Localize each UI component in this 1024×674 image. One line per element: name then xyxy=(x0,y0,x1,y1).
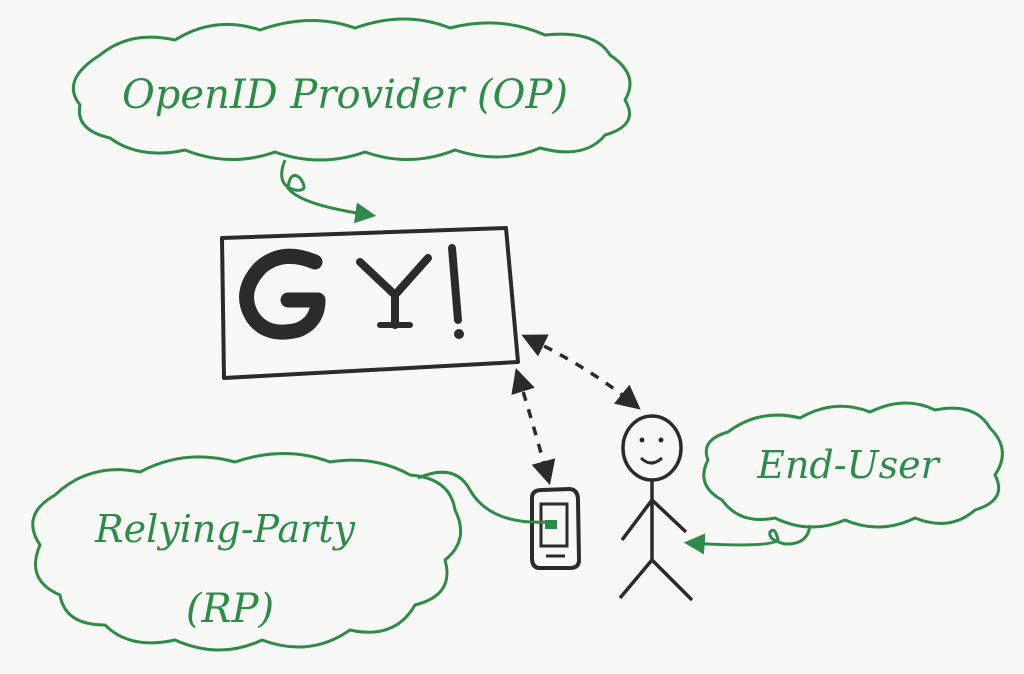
relying-party-cloud: Relying-Party (RP) xyxy=(31,452,463,652)
openid-provider-label: OpenID Provider (OP) xyxy=(122,72,568,118)
end-user-cloud: End-User xyxy=(702,401,1004,529)
provider-phone-arrow xyxy=(511,367,556,486)
relying-party-label-line1: Relying-Party xyxy=(94,507,355,551)
phone-icon xyxy=(530,486,582,570)
google-logo-icon xyxy=(239,248,326,340)
yahoo-logo-icon xyxy=(356,244,464,339)
end-user-label: End-User xyxy=(756,443,941,487)
end-user-figure-icon xyxy=(618,414,694,602)
rp-to-phone-line xyxy=(417,470,549,524)
relying-party-label-line2: (RP) xyxy=(186,586,274,632)
provider-user-arrow xyxy=(521,334,641,410)
provider-box xyxy=(220,226,520,380)
end-user-arrow xyxy=(683,524,812,555)
op-to-provider-arrow xyxy=(280,159,377,224)
openid-provider-cloud: OpenID Provider (OP) xyxy=(71,17,632,162)
